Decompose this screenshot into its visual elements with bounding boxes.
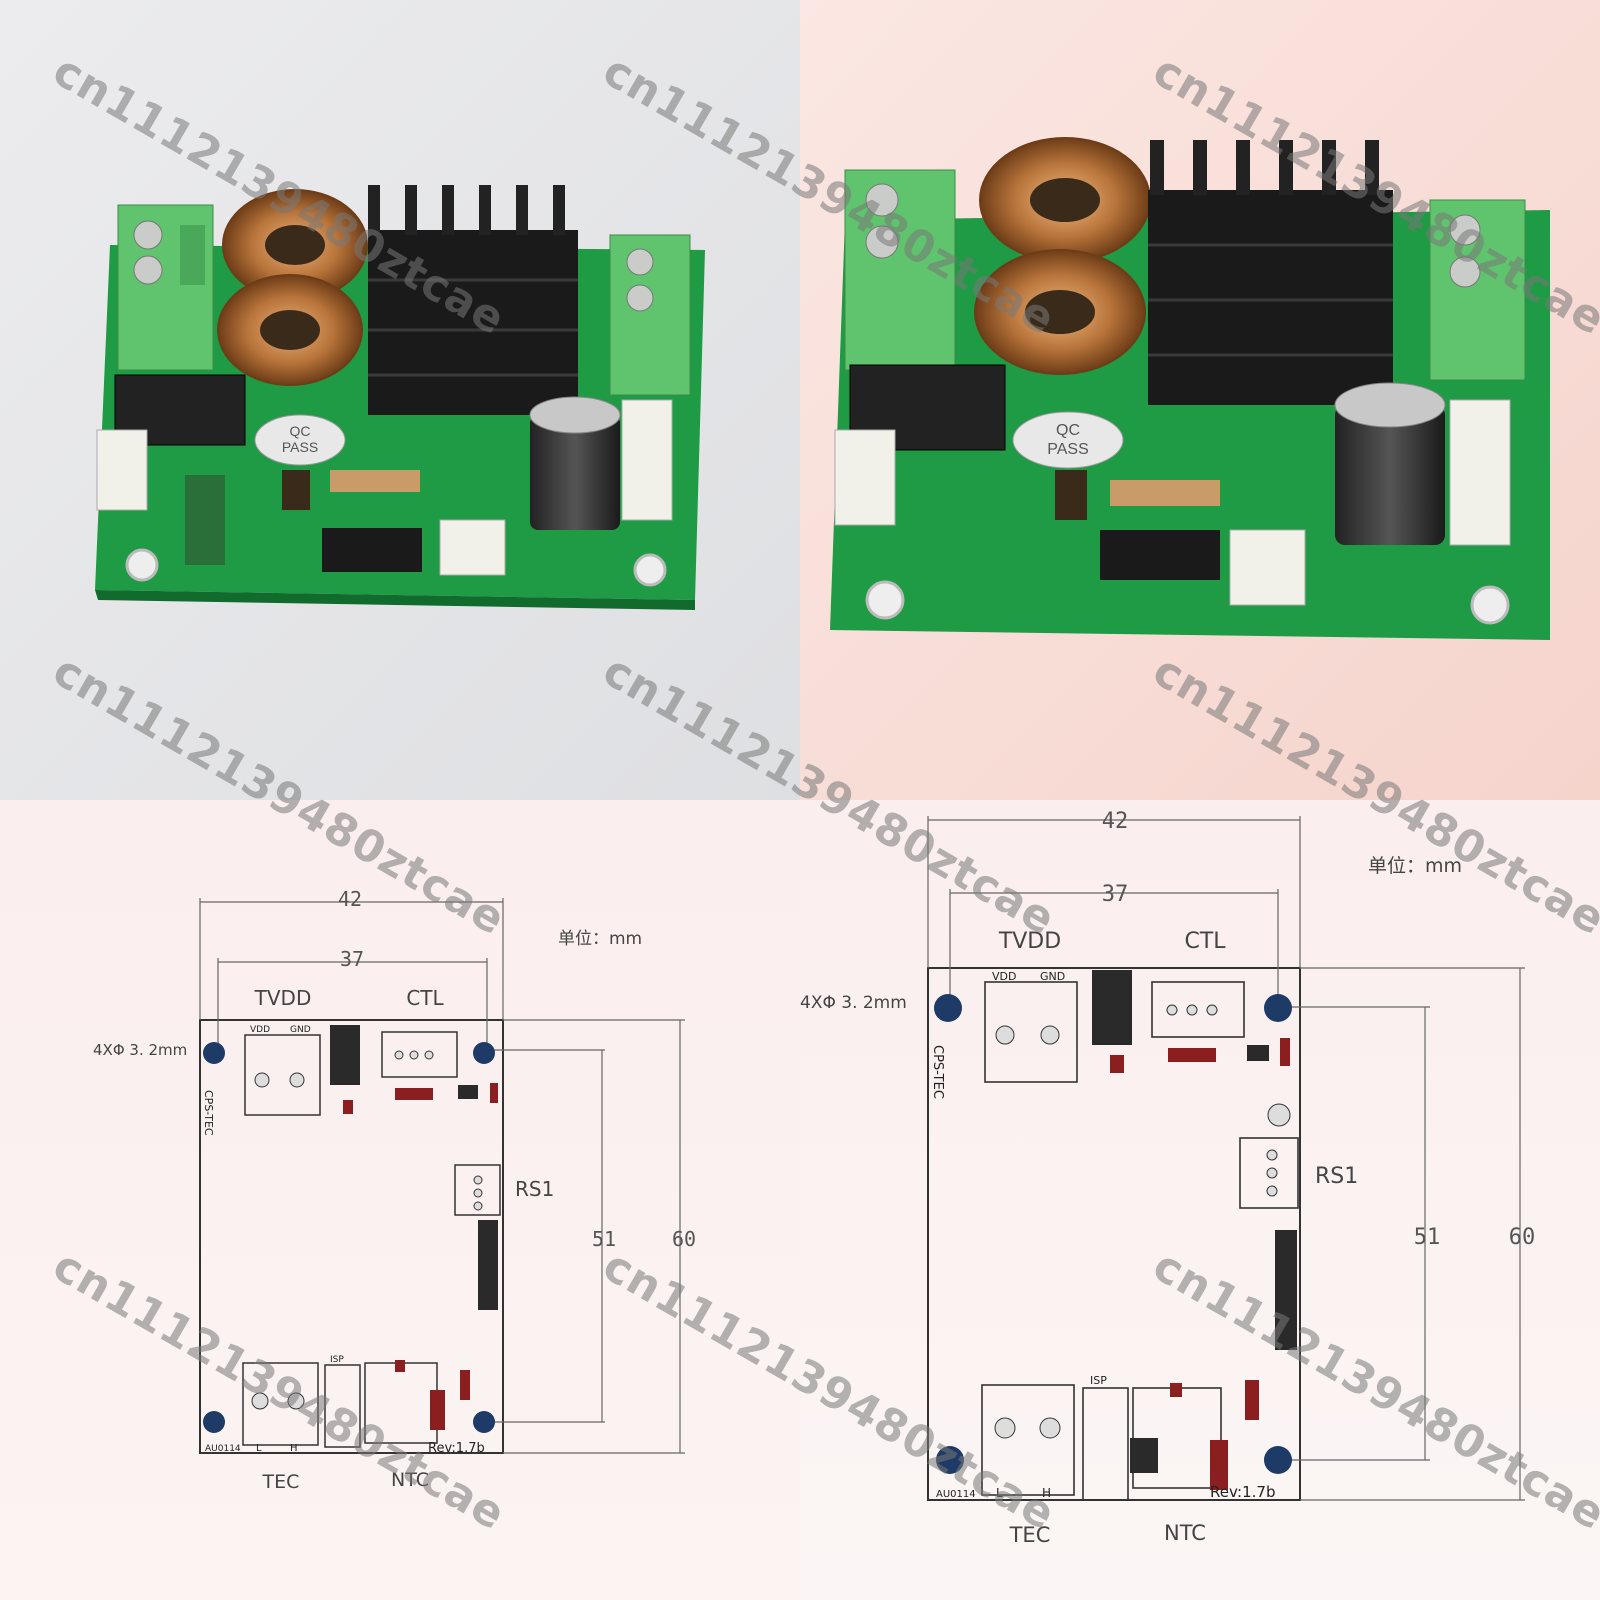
toroid-inductors	[974, 137, 1151, 375]
ctl-footprint	[1151, 981, 1245, 1038]
silk-code: AU0114	[936, 1489, 976, 1500]
dimension-drawing-small: 42 37 51 60 单位：mm 4XΦ 3. 2mm TVDD CTL RS…	[0, 800, 800, 1600]
label-tec: TEC	[262, 1471, 300, 1493]
dim-width-37: 37	[1102, 882, 1129, 907]
tvdd-footprint	[244, 1034, 321, 1116]
silk-rev: Rev:1.7b	[1210, 1483, 1275, 1501]
ic-chip	[1100, 530, 1220, 580]
mount-hole	[865, 580, 905, 620]
label-rs1: RS1	[1315, 1164, 1358, 1189]
silk-isp: ISP	[330, 1355, 344, 1365]
dim-height-60: 60	[1509, 1225, 1536, 1250]
mount-hole	[936, 1446, 964, 1474]
dim-height-60: 60	[672, 1227, 696, 1251]
hole-label: 4XΦ 3. 2mm	[800, 993, 907, 1013]
unit-label: 单位：mm	[558, 929, 642, 949]
tec-footprint	[242, 1362, 319, 1446]
dimension-drawing-large-art: 42 37 51 60 单位：mm 4XΦ 3. 2mm TVDD CTL RS…	[800, 809, 1536, 1547]
label-ntc: NTC	[1164, 1521, 1206, 1545]
qc-text-1: QC	[1056, 422, 1080, 439]
silk-rev: Rev:1.7b	[428, 1441, 485, 1456]
mount-hole	[473, 1042, 495, 1064]
white-connector-bottom	[1229, 529, 1306, 606]
dim-height-51: 51	[1414, 1225, 1441, 1250]
silk-l: L	[256, 1443, 262, 1454]
dimension-drawing-large: 42 37 51 60 单位：mm 4XΦ 3. 2mm TVDD CTL RS…	[800, 800, 1600, 1600]
silk-gnd: GND	[290, 1025, 311, 1035]
rs1-footprint	[454, 1164, 501, 1216]
label-ntc: NTC	[391, 1469, 429, 1491]
qc-text-2: PASS	[1047, 441, 1089, 458]
label-ctl: CTL	[1184, 929, 1226, 954]
silk-code: AU0114	[205, 1444, 241, 1454]
mount-hole	[1470, 585, 1510, 625]
mount-hole	[125, 548, 159, 582]
white-connector-left	[834, 429, 896, 526]
terminal-block-left	[117, 204, 214, 371]
mount-hole	[1264, 1446, 1292, 1474]
tvdd-footprint	[984, 981, 1078, 1083]
dim-width-42: 42	[338, 887, 362, 911]
mount-hole	[934, 994, 962, 1022]
isp-footprint	[1082, 1387, 1129, 1501]
mount-hole	[203, 1411, 225, 1433]
label-tvdd: TVDD	[254, 986, 312, 1010]
ctl-footprint	[381, 1031, 458, 1078]
mount-hole	[473, 1411, 495, 1433]
board-photo-left-art: QC PASS	[95, 185, 705, 610]
mount-hole	[1264, 994, 1292, 1022]
qc-text-1: QC	[290, 423, 311, 439]
board-photo-right-art: QC PASS	[830, 137, 1550, 640]
unit-label: 单位：mm	[1368, 855, 1462, 877]
white-connector-left	[96, 429, 148, 511]
electrolytic-capacitor	[1334, 382, 1446, 545]
silk-h: H	[290, 1443, 298, 1454]
ic-chip	[322, 528, 422, 572]
label-rs1: RS1	[515, 1177, 554, 1201]
tec-footprint	[981, 1384, 1075, 1496]
board-photo-right: QC PASS	[800, 0, 1600, 800]
silk-gnd: GND	[1040, 970, 1065, 983]
dim-height-51: 51	[592, 1227, 616, 1251]
silk-isp: ISP	[1090, 1374, 1107, 1387]
isp-footprint	[324, 1364, 361, 1448]
dim-width-42: 42	[1102, 809, 1129, 834]
label-ctl: CTL	[406, 986, 444, 1010]
dimension-drawing-small-art: 42 37 51 60 单位：mm 4XΦ 3. 2mm TVDD CTL RS…	[93, 887, 696, 1493]
qc-text-2: PASS	[282, 439, 318, 455]
silk-board: CPS-TEC	[202, 1090, 215, 1136]
terminal-block-right	[609, 234, 691, 396]
mount-hole	[633, 553, 667, 587]
hole-label: 4XΦ 3. 2mm	[93, 1041, 187, 1059]
ntc-footprint	[364, 1362, 438, 1444]
label-tec: TEC	[1009, 1523, 1051, 1547]
white-connector-right	[1449, 399, 1511, 546]
heatsink	[1148, 140, 1393, 405]
rs1-footprint	[1239, 1137, 1299, 1209]
toroid-inductors	[217, 189, 368, 386]
board-photo-left: QC PASS	[0, 0, 800, 800]
dim-width-37: 37	[340, 947, 364, 971]
white-connector-bottom	[439, 519, 506, 576]
white-connector-right	[621, 399, 673, 521]
silk-l: L	[996, 1486, 1003, 1500]
terminal-block-left	[844, 169, 956, 371]
silk-board: CPS-TEC	[930, 1045, 945, 1099]
qc-sticker: QC PASS	[254, 414, 346, 466]
silk-vdd: VDD	[250, 1025, 270, 1035]
silk-h: H	[1042, 1486, 1051, 1500]
qc-sticker: QC PASS	[1012, 411, 1124, 469]
label-tvdd: TVDD	[998, 929, 1061, 954]
terminal-block-right	[1429, 199, 1526, 381]
heatsink	[368, 185, 578, 415]
silk-vdd: VDD	[992, 970, 1016, 983]
mount-hole	[203, 1042, 225, 1064]
electrolytic-capacitor	[529, 396, 621, 530]
